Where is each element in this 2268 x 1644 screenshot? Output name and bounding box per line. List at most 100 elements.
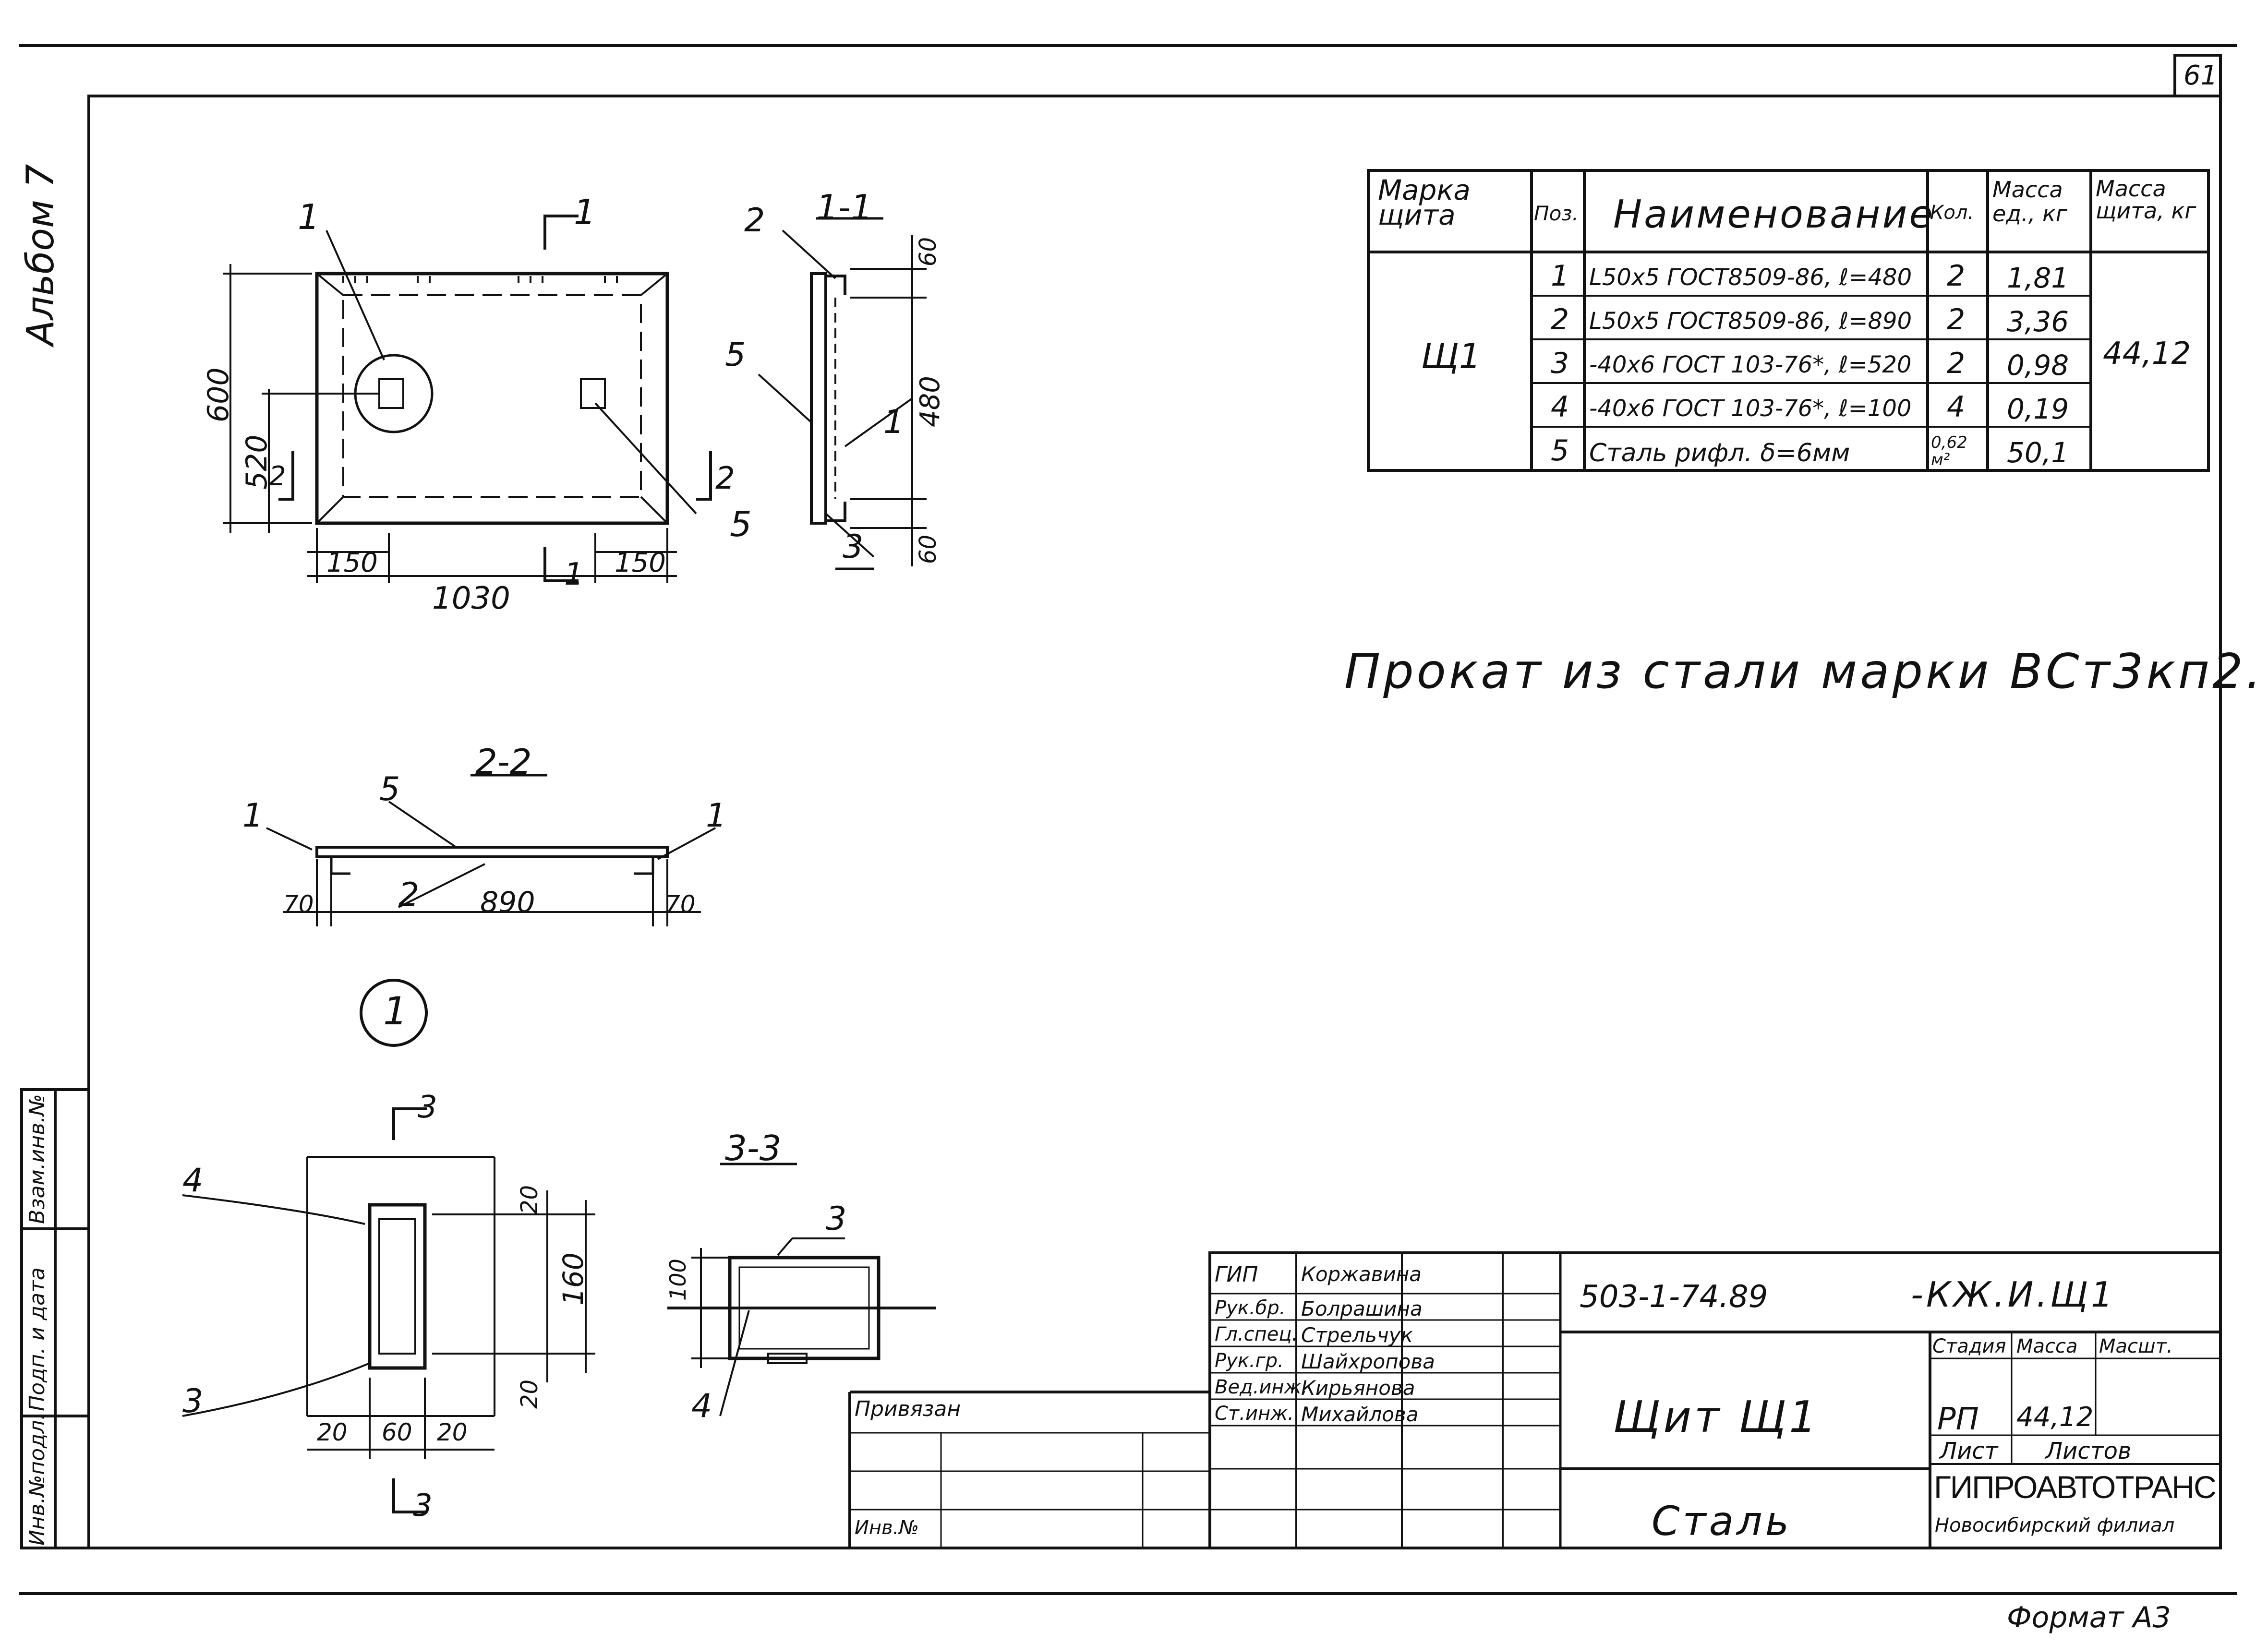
dim-plan-height: 600: [202, 367, 235, 422]
signer-role: Гл.спец.: [1215, 1323, 1298, 1345]
node-1-dim-right: 20: [437, 1418, 468, 1446]
stage-value: РП: [1937, 1402, 1979, 1437]
plan-callout-5: 5: [730, 504, 752, 544]
node-1-callout-3: 3: [182, 1382, 204, 1420]
dim-plan-right-offset: 150: [615, 547, 666, 578]
signer-role: Рук.бр.: [1215, 1297, 1286, 1319]
signer-name: Болрашина: [1301, 1297, 1423, 1320]
section-2-2-dim-left: 70: [283, 890, 314, 918]
section-1-1-dim-mid: 480: [915, 376, 946, 427]
section-3-3-dim: 100: [665, 1259, 691, 1301]
spec-row-3-name: -40x6 ГОСТ 103-76*, ℓ=520: [1589, 351, 1912, 378]
spec-row-4-name: -40x6 ГОСТ 103-76*, ℓ=100: [1589, 395, 1912, 422]
sheets-label: Листов: [2045, 1438, 2132, 1464]
spec-row-5-pos: 5: [1551, 434, 1569, 468]
spec-row-2-mass: 3,36: [2007, 305, 2069, 338]
doc-code: 503-1-74.89: [1580, 1279, 1768, 1315]
spec-row-4-qty: 4: [1947, 390, 1966, 424]
sheet-label: Лист: [1940, 1438, 1998, 1464]
section-1-1-title: 1-1: [816, 187, 873, 228]
section-1-1: [758, 217, 927, 570]
node-1-section-mark-bottom: 3: [413, 1488, 433, 1524]
side-stamp-sign-date: Подп. и дата: [25, 1267, 49, 1411]
section-2-2: [266, 774, 716, 1047]
plan-section-mark-1-top: 1: [574, 192, 596, 232]
section-1-1-callout-5: 5: [725, 336, 746, 374]
org-name: ГИПРОАВТОТРАНС: [1934, 1469, 2217, 1505]
node-1-dim-left: 20: [317, 1418, 348, 1446]
spec-row-4-mass: 0,19: [2007, 393, 2069, 425]
mass-value: 44,12: [2016, 1402, 2094, 1433]
spec-row-1-name: L50x5 ГОСТ8509-86, ℓ=480: [1589, 264, 1912, 291]
node-1-dim-height: 160: [557, 1252, 590, 1306]
spec-table-grid: [1367, 169, 2210, 472]
signer-name: Коржавина: [1301, 1262, 1422, 1286]
spec-header-pos: Поз.: [1534, 202, 1579, 225]
node-1-dim-top: 20: [516, 1185, 543, 1214]
scale-header: Масшт.: [2099, 1335, 2173, 1357]
spec-row-2-name: L50x5 ГОСТ8509-86, ℓ=890: [1589, 308, 1912, 335]
bound-label: Привязан: [855, 1397, 961, 1421]
spec-mark-value: Щ1: [1421, 336, 1481, 376]
spec-header-unit-mass: Масса ед., кг: [1992, 177, 2067, 227]
drawing-material: Сталь: [1652, 1498, 1792, 1545]
node-1-dim-center: 60: [382, 1418, 412, 1446]
spec-row-5-name: Сталь рифл. δ=6мм: [1589, 439, 1850, 468]
inv-number-label: Инв.№: [855, 1517, 919, 1539]
spec-row-1-qty: 2: [1947, 259, 1966, 293]
format-stamp: Формат А3: [2007, 1601, 2171, 1634]
section-2-2-callout-1-right: 1: [706, 797, 727, 835]
signer-role: Вед.инж.: [1215, 1376, 1308, 1398]
spec-header-mark: Марка щита: [1378, 174, 1471, 231]
stage-header: Стадия: [1932, 1335, 2006, 1357]
section-2-2-dim-mid: 890: [480, 886, 535, 919]
section-2-2-callout-2: 2: [398, 876, 420, 914]
plan-section-mark-1-bottom: 1: [564, 557, 584, 592]
node-1-section-mark-top: 3: [418, 1090, 437, 1125]
spec-row-1-mass: 1,81: [2007, 262, 2069, 294]
plan-section-mark-2-left: 2: [269, 461, 286, 492]
org-branch: Новосибирский филиал: [1935, 1514, 2175, 1536]
side-stamp-inv-replace: Взам.инв.№: [25, 1094, 49, 1224]
section-1-1-dim-top: 60: [915, 237, 941, 266]
section-1-1-callout-3: 3: [843, 528, 864, 566]
spec-row-3-mass: 0,98: [2007, 349, 2069, 382]
album-label: Альбом 7: [19, 164, 62, 346]
spec-row-1-pos: 1: [1551, 259, 1569, 293]
sheet-number: 61: [2184, 60, 2218, 91]
signer-role: Ст.инж.: [1215, 1403, 1294, 1425]
drawing-title: Щит Щ1: [1613, 1392, 1820, 1442]
material-note: Прокат из стали марки ВСт3кп2.: [1344, 643, 2264, 699]
plan-callout-1: 1: [298, 197, 320, 237]
spec-row-3-qty: 2: [1947, 347, 1966, 380]
node-1-callout-4: 4: [182, 1162, 204, 1200]
side-stamp-inv-podl: Инв.№подл.: [25, 1413, 49, 1546]
signer-name: Михайлова: [1301, 1403, 1419, 1426]
spec-row-5-qty: 0,62 м²: [1931, 433, 1967, 469]
node-1-detail: [182, 1107, 595, 1513]
section-1-1-dim-bottom: 60: [915, 534, 941, 564]
signer-name: Кирьянова: [1301, 1376, 1415, 1400]
mass-header: Масса: [2016, 1335, 2078, 1357]
signer-role: ГИП: [1215, 1262, 1258, 1287]
section-1-1-callout-2: 2: [744, 202, 765, 240]
section-2-2-dim-right: 70: [665, 890, 696, 918]
section-3-3-title: 3-3: [725, 1128, 782, 1168]
section-2-2-callout-1-left: 1: [242, 797, 264, 835]
doc-suffix: -КЖ.И.Щ1: [1911, 1274, 2116, 1315]
section-3-3: [667, 1163, 936, 1416]
spec-total-mass-value: 44,12: [2103, 336, 2191, 372]
signer-role: Рук.гр.: [1215, 1350, 1284, 1372]
spec-row-3-pos: 3: [1551, 347, 1569, 380]
spec-row-2-pos: 2: [1551, 303, 1569, 336]
plan-section-mark-2-right: 2: [715, 461, 735, 496]
spec-row-5-mass: 50,1: [2007, 436, 2069, 469]
spec-header-name: Наименование: [1613, 192, 1935, 237]
signer-name: Стрельчук: [1301, 1323, 1413, 1347]
dim-plan-left-offset: 150: [326, 547, 378, 578]
section-3-3-callout-3: 3: [826, 1200, 847, 1238]
spec-row-2-qty: 2: [1947, 303, 1966, 336]
title-block-grid: [848, 1251, 2222, 1549]
signer-name: Шайхропова: [1301, 1350, 1435, 1373]
